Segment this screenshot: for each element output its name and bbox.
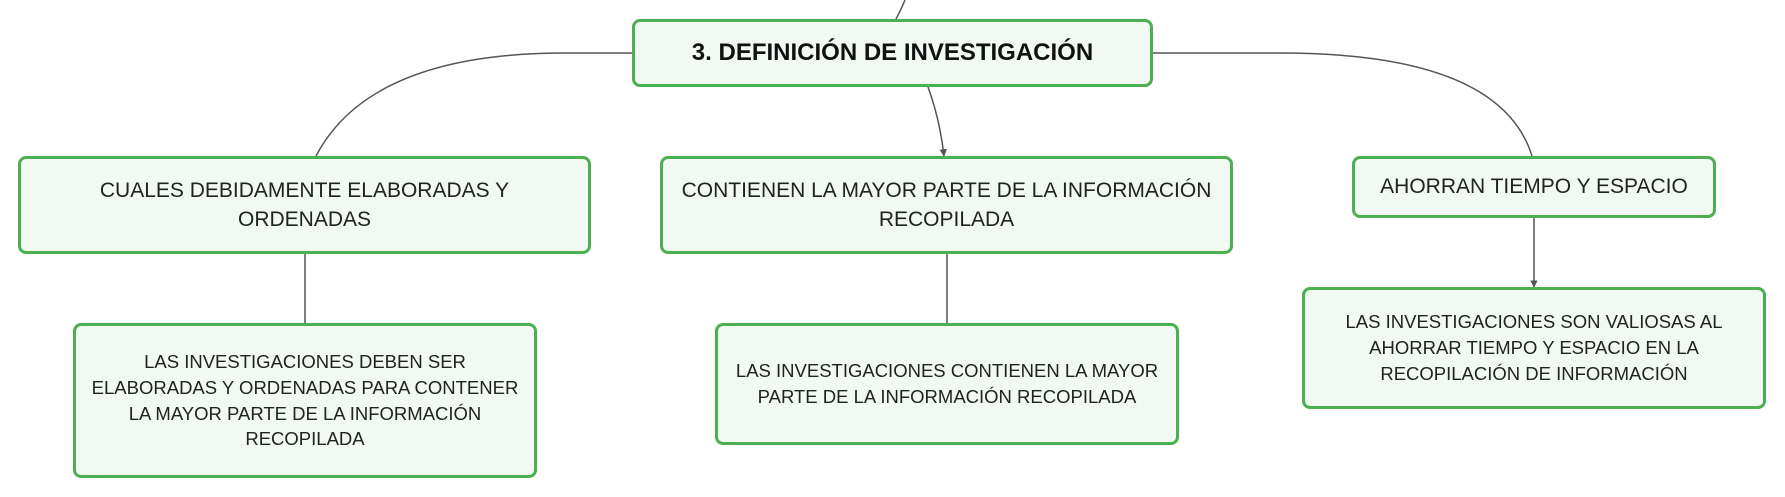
connector-parent-to-root xyxy=(895,0,906,20)
leaf-node-elaboradas[interactable]: LAS INVESTIGACIONES DEBEN SER ELABORADAS… xyxy=(73,323,537,478)
branch-node-elaboradas[interactable]: CUALES DEBIDAMENTE ELABORADAS Y ORDENADA… xyxy=(18,156,591,254)
branch-node-label: AHORRAN TIEMPO Y ESPACIO xyxy=(1380,175,1688,199)
branch-node-ahorran[interactable]: AHORRAN TIEMPO Y ESPACIO xyxy=(1352,156,1716,218)
branch-node-label: CUALES DEBIDAMENTE ELABORADAS Y ORDENADA… xyxy=(99,178,510,231)
leaf-node-label: LAS INVESTIGACIONES SON VALIOSAS AL AHOR… xyxy=(1345,311,1723,384)
leaf-node-ahorran[interactable]: LAS INVESTIGACIONES SON VALIOSAS AL AHOR… xyxy=(1302,287,1766,409)
leaf-node-label: LAS INVESTIGACIONES DEBEN SER ELABORADAS… xyxy=(91,350,519,450)
root-node-label: 3. DEFINICIÓN DE INVESTIGACIÓN xyxy=(691,39,1094,67)
connector-root-to-right xyxy=(1153,52,1533,157)
branch-node-label: CONTIENEN LA MAYOR PARTE DE LA INFORMACI… xyxy=(681,178,1212,231)
branch-node-contienen[interactable]: CONTIENEN LA MAYOR PARTE DE LA INFORMACI… xyxy=(660,156,1233,254)
root-node[interactable]: 3. DEFINICIÓN DE INVESTIGACIÓN xyxy=(632,19,1153,87)
leaf-node-contienen[interactable]: LAS INVESTIGACIONES CONTIENEN LA MAYOR P… xyxy=(715,323,1179,445)
leaf-node-label: LAS INVESTIGACIONES CONTIENEN LA MAYOR P… xyxy=(735,360,1159,407)
connector-root-to-left xyxy=(315,52,632,157)
connector-root-to-mid xyxy=(927,86,947,157)
